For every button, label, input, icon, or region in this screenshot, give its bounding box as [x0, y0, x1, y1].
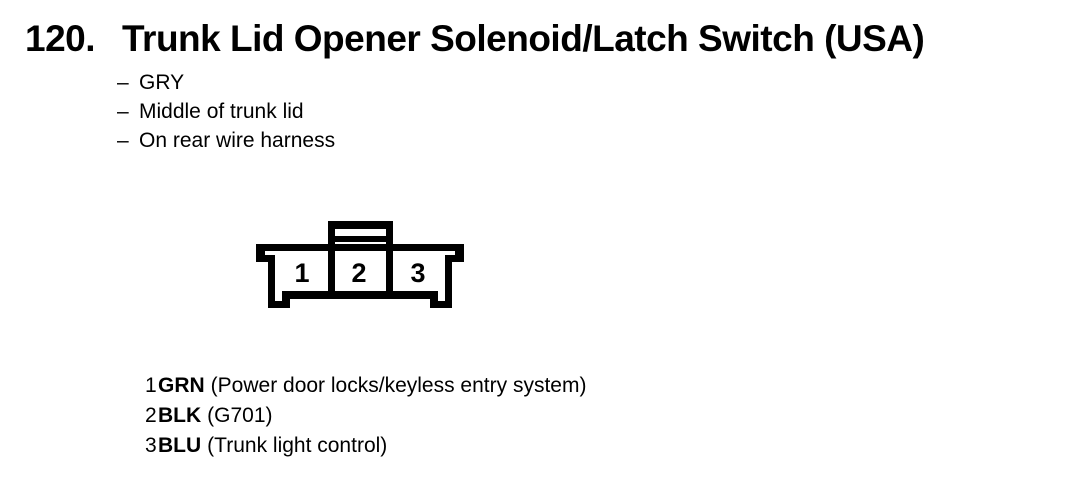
- attribute-list: – GRY – Middle of trunk lid – On rear wi…: [117, 68, 335, 155]
- wire-color-code: BLK: [158, 404, 202, 427]
- connector-diagram: 1 2 3: [256, 221, 464, 308]
- pin-description: (G701): [207, 404, 273, 427]
- pin-description: (Trunk light control): [207, 434, 388, 457]
- attribute-text: GRY: [139, 71, 185, 94]
- attribute-text: On rear wire harness: [139, 129, 336, 152]
- attribute-item: – GRY: [117, 68, 335, 97]
- page-heading: 120. Trunk Lid Opener Solenoid/Latch Swi…: [25, 18, 925, 59]
- cavity-label-3: 3: [410, 258, 425, 288]
- wire-color-code: GRN: [158, 374, 205, 397]
- dash-bullet: –: [117, 129, 129, 152]
- attribute-text: Middle of trunk lid: [139, 100, 304, 123]
- page-title: Trunk Lid Opener Solenoid/Latch Switch (…: [122, 18, 925, 59]
- pin-number: 2: [145, 404, 157, 427]
- cavity-label-1: 1: [294, 258, 309, 288]
- pin-description: (Power door locks/keyless entry system): [210, 374, 587, 397]
- pin-number: 1: [145, 374, 157, 397]
- attribute-item: – Middle of trunk lid: [117, 97, 335, 126]
- wire-color-code: BLU: [158, 434, 202, 457]
- legend-row: 1 GRN (Power door locks/keyless entry sy…: [145, 371, 586, 401]
- dash-bullet: –: [117, 100, 129, 123]
- attribute-item: – On rear wire harness: [117, 126, 335, 155]
- pin-legend: 1 GRN (Power door locks/keyless entry sy…: [145, 371, 586, 461]
- dash-bullet: –: [117, 71, 129, 94]
- pin-number: 3: [145, 434, 157, 457]
- item-number: 120.: [25, 18, 96, 59]
- legend-row: 2 BLK (G701): [145, 401, 586, 431]
- cavity-label-2: 2: [351, 258, 366, 288]
- legend-row: 3 BLU (Trunk light control): [145, 431, 586, 461]
- connector-outline: [256, 221, 464, 308]
